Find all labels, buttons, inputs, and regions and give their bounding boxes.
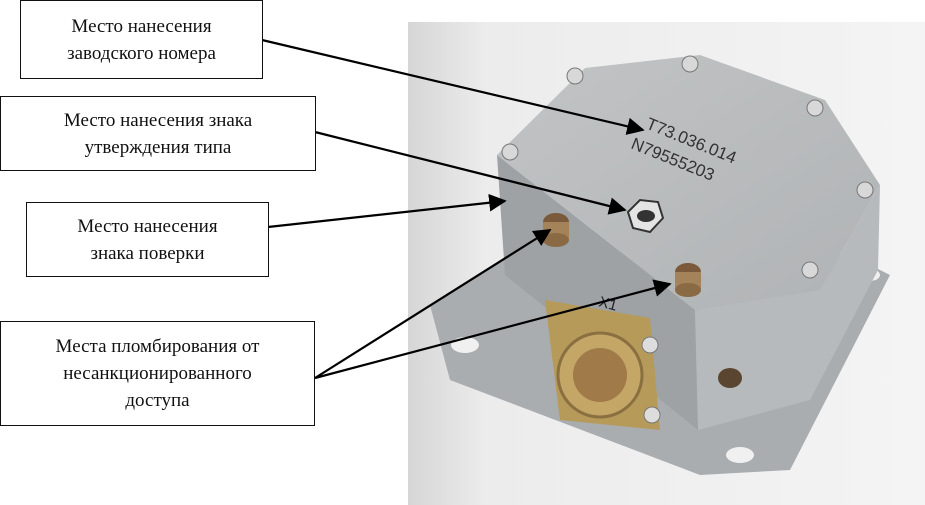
callout-line: утверждения типа (84, 136, 232, 158)
callout-line: знака поверки (90, 242, 205, 264)
callout-line: Место нанесения (71, 15, 212, 37)
callout-line: Места пломбирования от (55, 336, 260, 357)
arrow-serial-number (261, 38, 645, 135)
screw-icons (501, 55, 874, 279)
housing-right-face (695, 185, 880, 430)
callout-type-approval: Место нанесения знака утверждения типа (0, 96, 316, 171)
callout-line: заводского номера (67, 42, 216, 64)
callout-line: несанкционированного (63, 363, 252, 384)
arrow-verification-mark (267, 193, 507, 229)
connector-x1 (545, 300, 661, 430)
callout-line: Место нанесения (77, 215, 218, 237)
seal-cup-icons (543, 213, 742, 388)
callout-line: доступа (125, 390, 190, 411)
callout-verification-mark: Место нанесения знака поверки (26, 202, 269, 277)
callout-seal-locations: Места пломбирования от несанкционированн… (0, 321, 315, 426)
callout-serial-number: Место нанесения заводского номера (20, 0, 263, 79)
arrow-seal-1 (314, 229, 552, 379)
arrow-seal-2 (314, 279, 672, 380)
arrow-type-approval (314, 130, 627, 215)
callout-line: Место нанесения знака (63, 109, 253, 131)
